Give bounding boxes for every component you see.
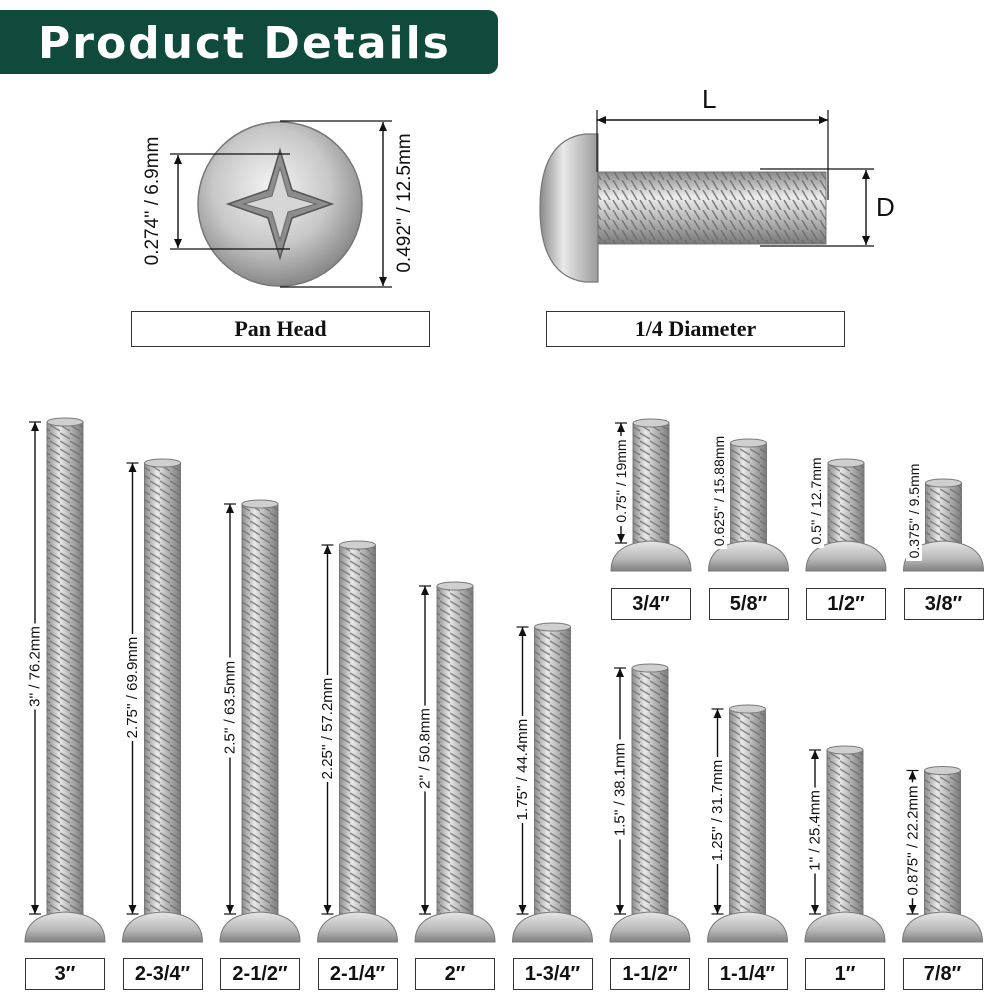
small-screw-2 <box>805 458 887 572</box>
large-screw-size-3: 2-1/4″ <box>317 958 398 990</box>
large-screw-dimension-text: 2.25'' / 57.2mm <box>319 674 336 782</box>
large-screw-dimension-text: 2'' / 50.8mm <box>416 705 434 792</box>
large-screw-size-4: 2″ <box>415 958 495 990</box>
large-screw-size-0: 3″ <box>25 958 105 990</box>
large-screw-3 <box>316 540 399 943</box>
screws-layer <box>24 417 985 943</box>
header-banner: Product Details <box>0 10 498 74</box>
large-screw-size-1: 2-3/4″ <box>122 958 203 990</box>
small-screw-dimension-1: 0.625'' / 15.88mm <box>710 421 727 561</box>
small-screw-dimension-2: 0.5'' / 12.7mm <box>808 431 824 571</box>
large-screw-size-7: 1-1/4″ <box>707 958 788 990</box>
large-screw-4 <box>414 581 496 943</box>
large-screw-8 <box>804 745 886 943</box>
large-screw-dimension-text: 1.75'' / 44.4mm <box>514 715 531 823</box>
small-screw-dimension-text: 0.625'' / 15.88mm <box>710 432 727 550</box>
large-screw-0 <box>24 417 106 943</box>
small-screw-0 <box>610 418 692 572</box>
large-screw-dimension-5: 1.75'' / 44.4mm <box>514 626 531 913</box>
pan-head-caption: Pan Head <box>131 311 430 347</box>
large-screw-7 <box>706 704 789 943</box>
page-title: Product Details <box>38 18 451 69</box>
large-screw-size-6: 1-1/2″ <box>610 958 690 990</box>
large-screw-dimension-text: 2.5'' / 63.5mm <box>221 657 239 758</box>
large-screw-dimension-text: 0.875'' / 22.2mm <box>904 782 921 899</box>
large-screw-dimension-3: 2.25'' / 57.2mm <box>319 544 336 913</box>
small-screw-3 <box>902 478 985 572</box>
large-screw-dimension-text: 1'' / 25.4mm <box>806 787 824 874</box>
screw-side-view <box>539 110 874 283</box>
large-screw-dimension-8: 1'' / 25.4mm <box>806 749 824 913</box>
large-screw-1 <box>121 458 204 943</box>
large-screw-dimension-text: 1.25'' / 31.7mm <box>709 756 726 864</box>
pan-head-top-view <box>170 120 392 288</box>
large-screw-dimension-0: 3'' / 76.2mm <box>26 421 44 913</box>
outer-dimension-text: 0.492'' / 12.5mm <box>394 130 415 276</box>
large-screw-5 <box>511 622 594 943</box>
large-screw-size-9: 7/8″ <box>902 958 983 990</box>
small-screw-dimension-text: 0.375'' / 9.5mm <box>905 460 922 562</box>
large-screw-dimension-text: 2.75'' / 69.9mm <box>124 633 141 741</box>
inner-dimension-text: 0.274'' / 6.9mm <box>142 133 163 269</box>
diameter-letter: D <box>876 192 895 222</box>
large-screw-dimension-1: 2.75'' / 69.9mm <box>124 462 141 913</box>
small-screw-size-1: 5/8″ <box>708 588 789 620</box>
large-screw-2 <box>219 499 301 943</box>
diameter-caption: 1/4 Diameter <box>546 311 845 347</box>
large-screw-dimension-7: 1.25'' / 31.7mm <box>709 708 726 913</box>
small-screw-size-3: 3/8″ <box>903 588 984 620</box>
large-screw-dimension-4: 2'' / 50.8mm <box>416 585 434 913</box>
large-screw-dimension-9: 0.875'' / 22.2mm <box>904 769 921 913</box>
large-screw-9 <box>901 766 984 943</box>
large-screw-dimension-2: 2.5'' / 63.5mm <box>221 503 239 913</box>
inner-dimension-label: 0.274'' / 6.9mm <box>142 121 164 281</box>
large-screw-size-2: 2-1/2″ <box>220 958 300 990</box>
small-screw-dimension-text: 0.5'' / 12.7mm <box>808 454 824 548</box>
large-screw-size-5: 1-3/4″ <box>512 958 593 990</box>
small-screw-dimension-3: 0.375'' / 9.5mm <box>905 441 922 581</box>
small-screw-dimension-0: 0.75'' / 19mm <box>613 411 629 551</box>
large-screw-dimension-6: 1.5'' / 38.1mm <box>611 667 629 913</box>
large-screw-6 <box>609 663 691 943</box>
outer-dimension-label: 0.492'' / 12.5mm <box>394 113 416 293</box>
length-letter: L <box>702 84 717 114</box>
large-screw-dimension-text: 1.5'' / 38.1mm <box>611 739 629 840</box>
small-screw-size-2: 1/2″ <box>806 588 886 620</box>
small-screw-size-0: 3/4″ <box>611 588 691 620</box>
large-screw-dimension-text: 3'' / 76.2mm <box>26 623 44 710</box>
large-screw-size-8: 1″ <box>805 958 885 990</box>
small-screw-dimension-text: 0.75'' / 19mm <box>613 436 629 526</box>
